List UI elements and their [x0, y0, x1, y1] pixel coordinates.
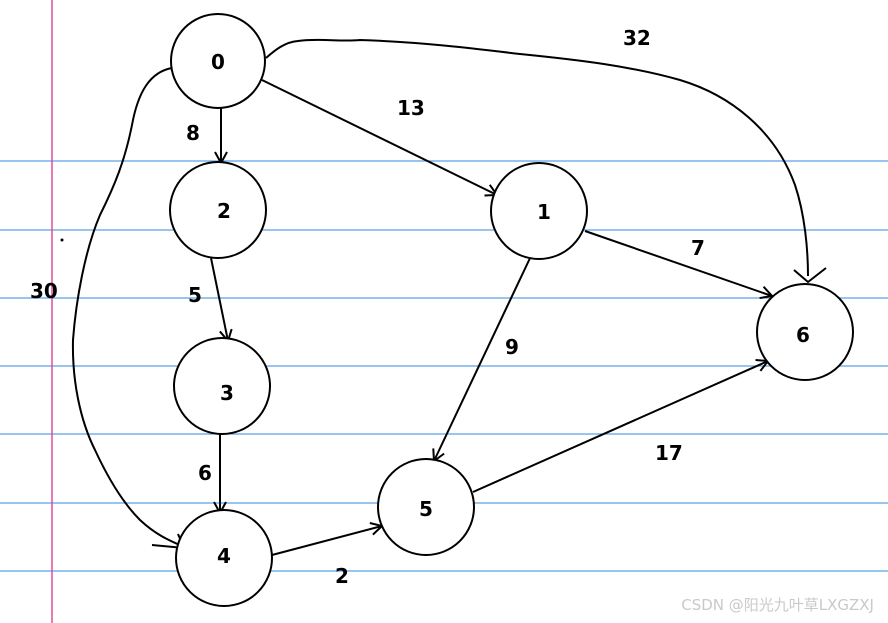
- weight-1-6: 7: [691, 236, 705, 260]
- edge-weights: 8 13 32 30 5 6 2 7 9 17: [30, 26, 705, 588]
- edge-0-1: [261, 79, 497, 195]
- edge-2-3: [210, 257, 228, 341]
- weight-0-2: 8: [186, 121, 200, 145]
- edge-0-6-arrowhead: [793, 267, 827, 284]
- edge-0-4-curve: [71, 67, 183, 547]
- node-2: 2: [169, 161, 267, 259]
- node-3-label: 3: [220, 381, 234, 405]
- node-4-label: 4: [217, 544, 231, 568]
- edge-1-5: [434, 255, 532, 461]
- node-0: 0: [170, 13, 266, 109]
- node-1: 1: [490, 162, 588, 260]
- node-6-label: 6: [796, 323, 810, 347]
- weight-5-6: 17: [655, 441, 683, 465]
- edge-0-6-curve: [265, 38, 809, 277]
- weight-1-5: 9: [505, 335, 519, 359]
- edge-5-6: [472, 361, 768, 493]
- weight-0-1: 13: [397, 96, 425, 120]
- weight-0-6: 32: [623, 26, 651, 50]
- weight-2-3: 5: [188, 283, 202, 307]
- node-2-label: 2: [217, 199, 231, 223]
- ink-dot: [60, 238, 64, 242]
- edge-1-6: [584, 230, 772, 296]
- node-5-label: 5: [419, 497, 433, 521]
- node-3: 3: [173, 337, 271, 435]
- edges: [60, 38, 827, 556]
- node-5: 5: [377, 458, 475, 556]
- node-0-label: 0: [211, 50, 225, 74]
- edge-4-5: [271, 526, 382, 556]
- weight-4-5: 2: [335, 564, 349, 588]
- node-1-label: 1: [537, 200, 551, 224]
- node-4: 4: [175, 509, 273, 607]
- node-6: 6: [756, 283, 854, 381]
- watermark: CSDN @阳光九叶草LXGZXJ: [681, 596, 874, 614]
- weight-0-4: 30: [30, 279, 58, 303]
- weight-3-4: 6: [198, 461, 212, 485]
